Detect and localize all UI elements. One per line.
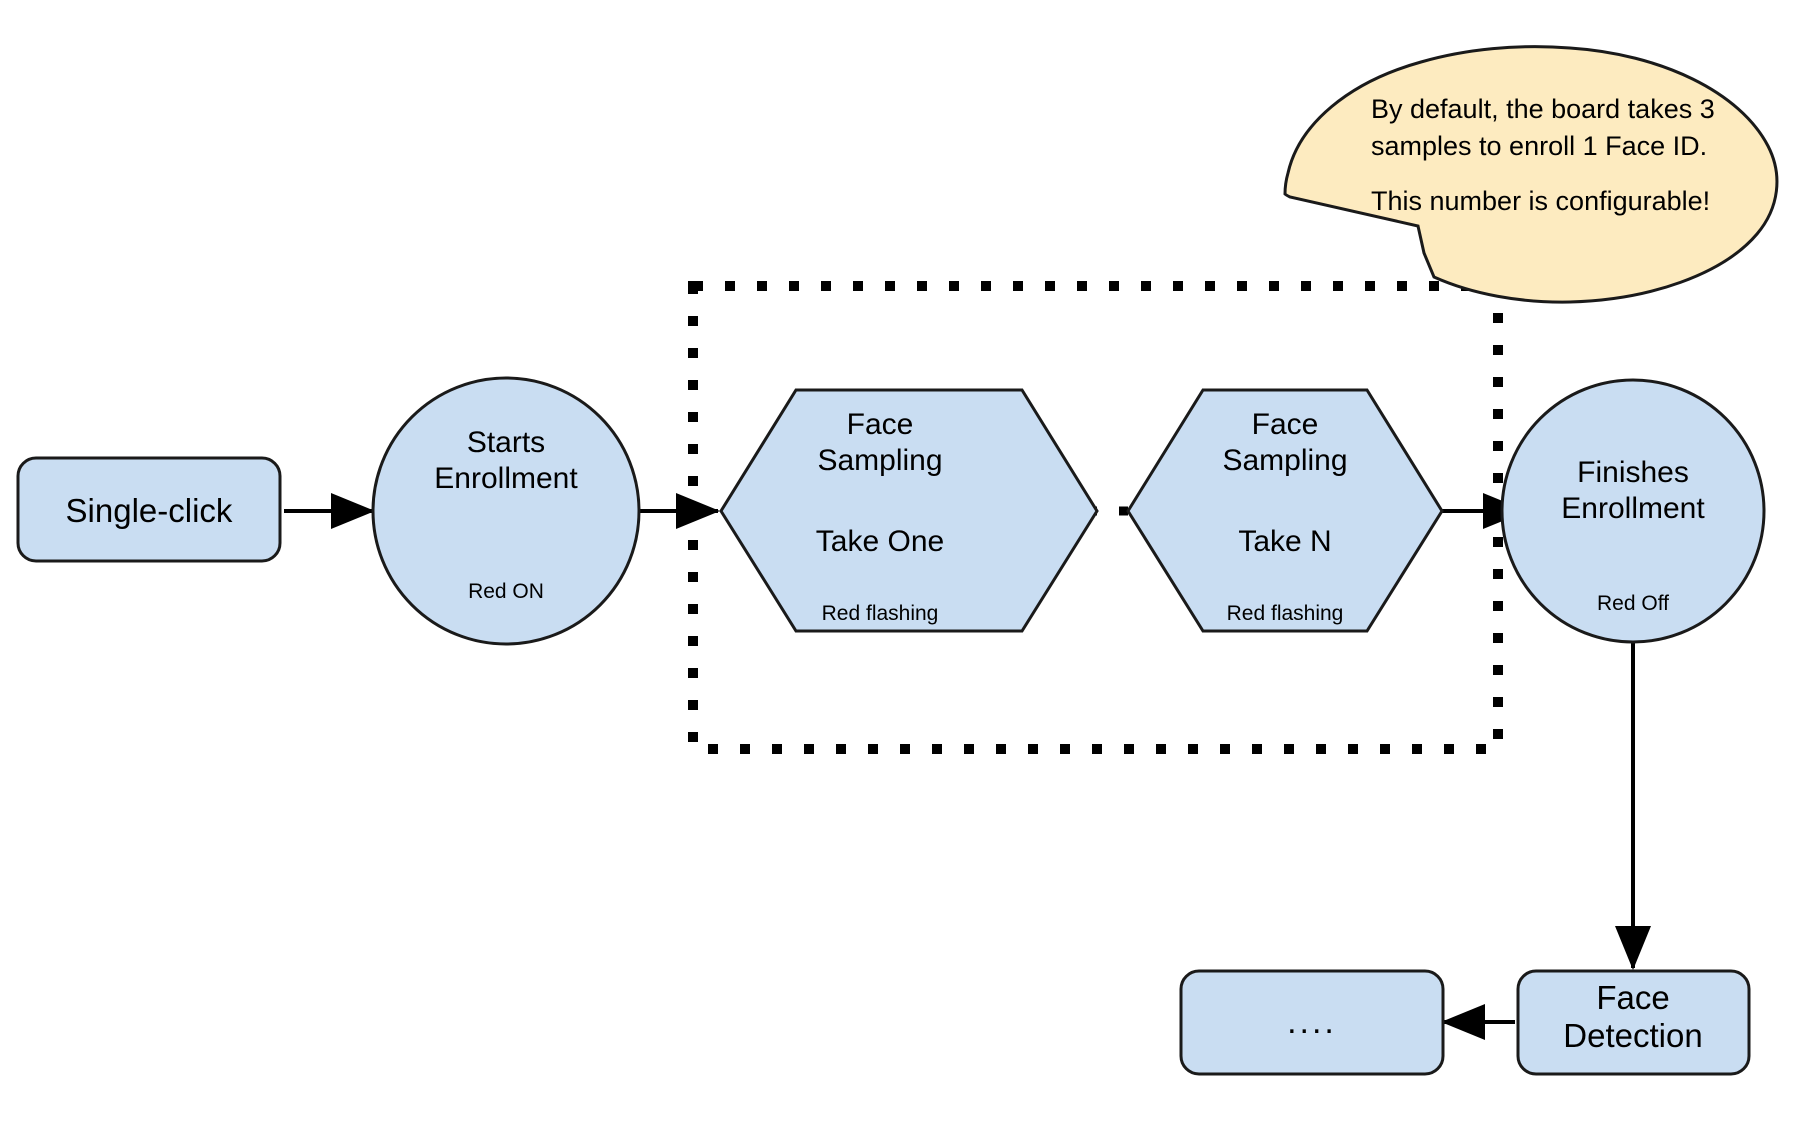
node-face-detection[interactable]: Face Detection <box>1516 969 1751 1076</box>
single-click-label: Single-click <box>66 492 233 529</box>
node-more-steps[interactable]: .... <box>1179 969 1445 1076</box>
face-sampling-n-label-line2: Sampling <box>1222 444 1347 477</box>
callout-line-1: By default, the board takes 3 <box>1371 94 1715 124</box>
starts-enrollment-label-line1: Starts <box>467 426 545 459</box>
finishes-enrollment-label-line1: Finishes <box>1577 456 1689 489</box>
node-single-click[interactable]: Single-click <box>16 456 282 563</box>
node-finishes-enrollment[interactable]: Finishes Enrollment Red Off <box>1500 378 1766 644</box>
starts-enrollment-status: Red ON <box>468 580 544 603</box>
face-detection-label-line1: Face <box>1596 979 1669 1016</box>
node-starts-enrollment[interactable]: Starts Enrollment Red ON <box>371 376 641 646</box>
face-sampling-n-take: Take N <box>1238 525 1331 558</box>
finishes-enrollment-label-line2: Enrollment <box>1561 492 1705 525</box>
finishes-enrollment-status: Red Off <box>1597 592 1669 615</box>
callout-line-2: samples to enroll 1 Face ID. <box>1371 131 1707 161</box>
face-detection-label-line2: Detection <box>1563 1017 1702 1054</box>
node-face-sampling-n[interactable]: Face Sampling Take N Red flashing <box>1126 388 1444 633</box>
more-steps-label: .... <box>1287 1003 1337 1041</box>
callout-note: By default, the board takes 3 samples to… <box>1283 45 1779 304</box>
face-sampling-one-label-line2: Sampling <box>817 444 942 477</box>
face-sampling-n-label-line1: Face <box>1252 408 1319 441</box>
face-sampling-n-status: Red flashing <box>1227 602 1344 625</box>
node-face-sampling-one[interactable]: Face Sampling Take One Red flashing <box>719 388 1099 633</box>
face-sampling-one-label-line1: Face <box>847 408 914 441</box>
face-sampling-one-take: Take One <box>816 525 944 558</box>
callout-line-3: This number is configurable! <box>1371 186 1710 216</box>
starts-enrollment-label-line2: Enrollment <box>434 462 578 495</box>
face-sampling-one-status: Red flashing <box>822 602 939 625</box>
